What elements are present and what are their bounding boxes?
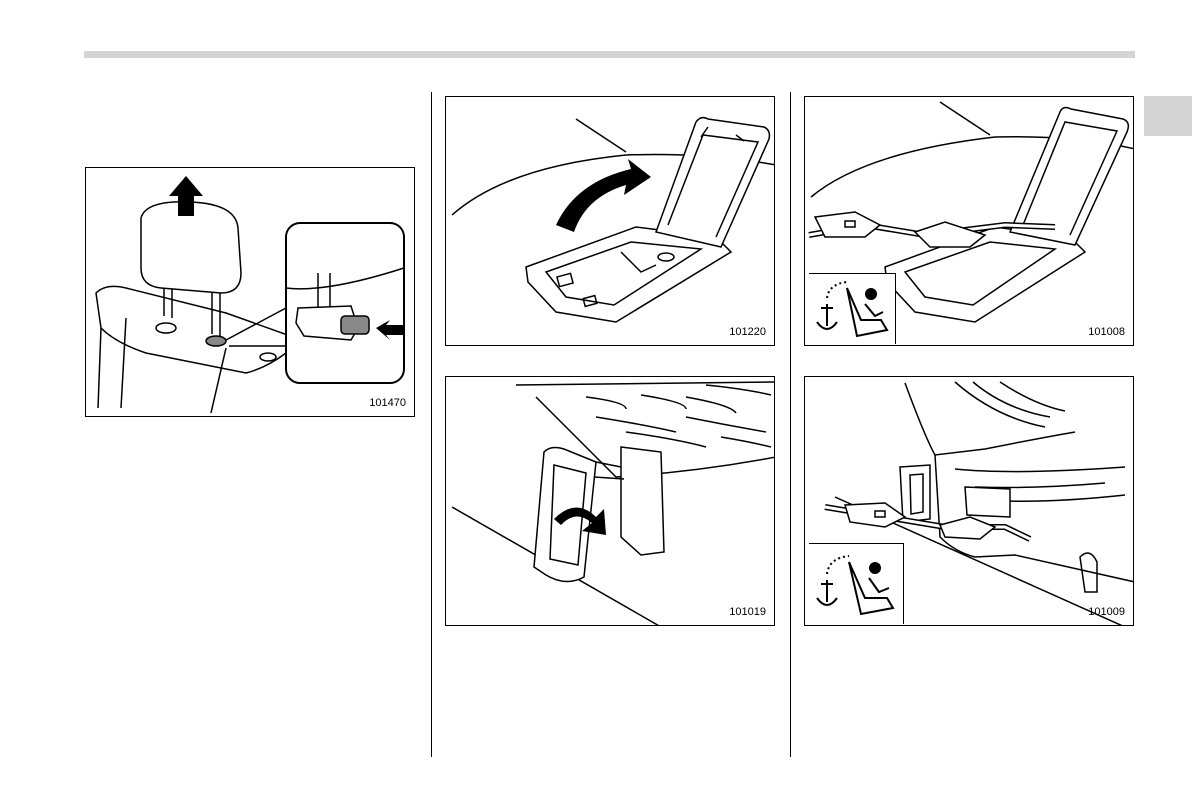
anchor-icon bbox=[817, 580, 837, 605]
child-seat-anchor-icon bbox=[809, 543, 904, 624]
cover-open-illustration bbox=[446, 97, 775, 346]
anchor-icon bbox=[817, 304, 837, 329]
figure-anchor-cover-side: 101019 bbox=[445, 376, 775, 626]
figure-number: 101470 bbox=[369, 397, 406, 409]
figure-number: 101009 bbox=[1088, 606, 1125, 618]
chapter-thumb-tab bbox=[1144, 96, 1192, 136]
child-seat-anchor-icon bbox=[809, 273, 896, 344]
cover-side-illustration bbox=[446, 377, 775, 626]
figure-number: 101220 bbox=[729, 326, 766, 338]
figure-anchor-cover-open: 101220 bbox=[445, 96, 775, 346]
header-rule bbox=[84, 51, 1135, 58]
headrest-illustration bbox=[86, 168, 415, 417]
column-divider-left bbox=[431, 92, 432, 757]
figure-headrest-removal: 101470 bbox=[85, 167, 415, 417]
figure-tether-seat-anchor: 101008 bbox=[804, 96, 1134, 346]
figure-tether-cargo-anchor: 101009 bbox=[804, 376, 1134, 626]
figure-number: 101019 bbox=[729, 606, 766, 618]
figure-number: 101008 bbox=[1088, 326, 1125, 338]
column-divider-right bbox=[790, 92, 791, 757]
